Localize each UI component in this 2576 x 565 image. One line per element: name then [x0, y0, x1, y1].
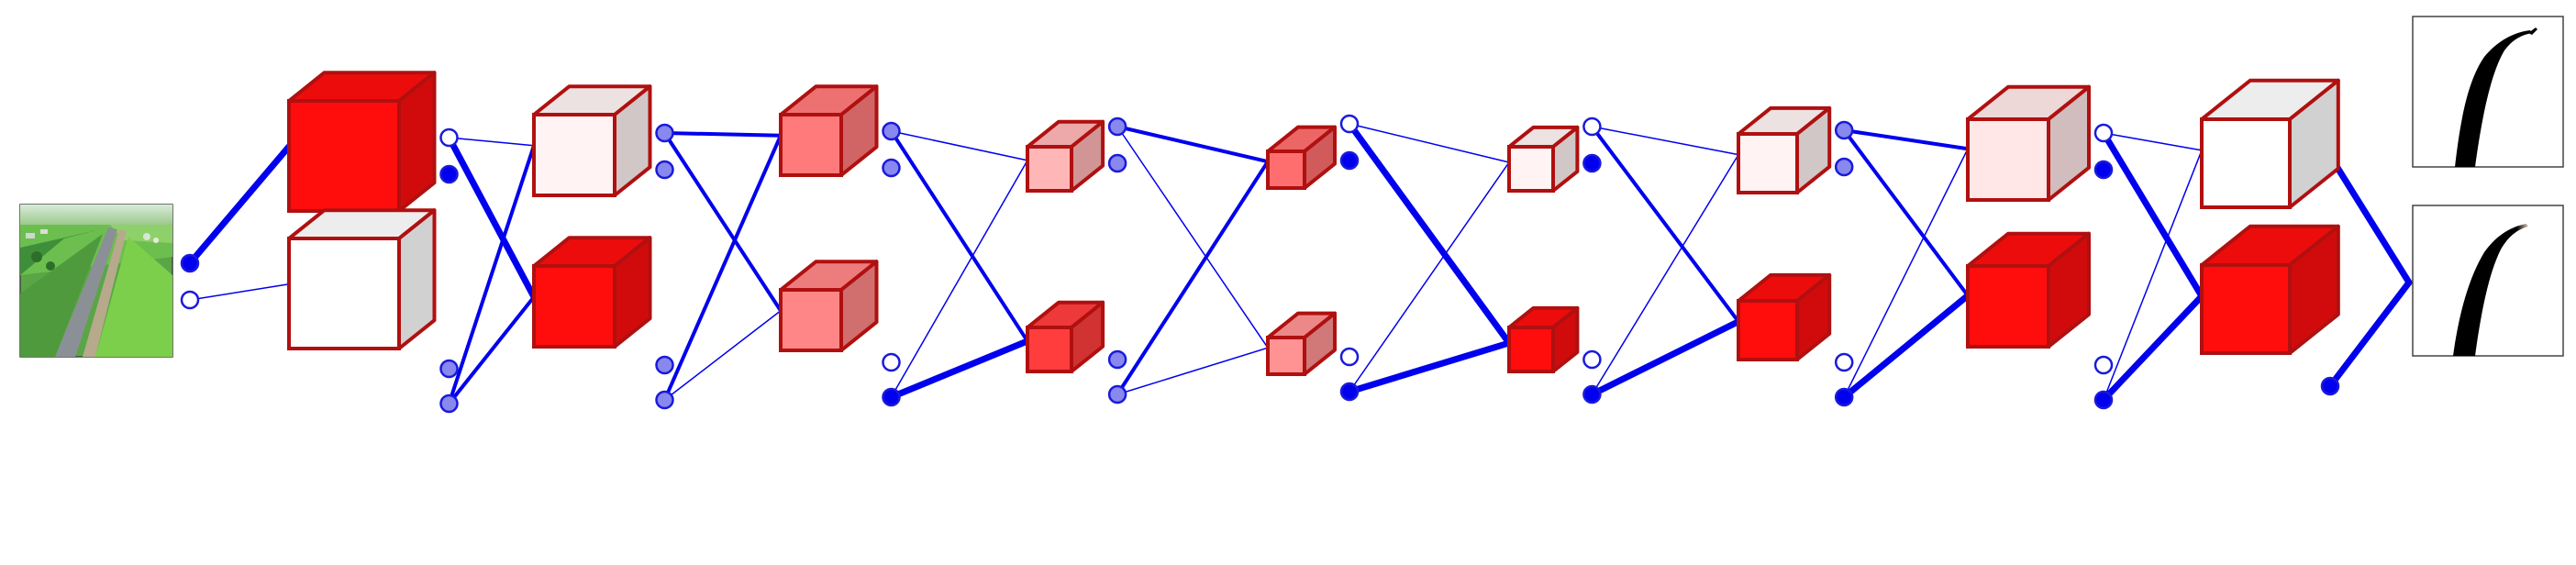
cube-col-4-bottom: [1026, 300, 1105, 373]
output-mask-top: [2412, 16, 2564, 168]
cube-col-5-bottom: [1266, 311, 1337, 376]
edge-3-4: [663, 309, 782, 401]
edge-9-4: [2100, 293, 2205, 404]
input-node-bottom: [180, 290, 200, 310]
edge-8-4: [1840, 292, 1971, 401]
node-2-top-a: [655, 123, 674, 143]
cube-col-1-top: [287, 71, 437, 213]
cube-col-1-bottom: [287, 208, 437, 350]
cube-col-2-top: [532, 84, 652, 197]
node-1-bot-b: [439, 393, 459, 414]
edge-2-4: [447, 294, 536, 405]
edge-6-1: [1349, 123, 1510, 163]
edge-1-2: [189, 282, 290, 301]
edge-4-3: [890, 160, 1028, 398]
node-8-bot-b: [2093, 390, 2114, 410]
node-1-bot-a: [439, 359, 459, 379]
node-8-bot-a: [2093, 355, 2114, 375]
cubes-layer: [287, 71, 2340, 376]
cube-col-6-bottom: [1507, 305, 1580, 373]
edge-2-2: [446, 134, 538, 301]
edge-9-1: [2103, 132, 2203, 151]
edge-7-1: [1591, 126, 1739, 156]
node-7-bot-b: [1834, 387, 1854, 407]
input-node-top: [180, 253, 200, 273]
edge-1-1: [186, 143, 293, 267]
edge-6-2: [1346, 120, 1513, 347]
cube-col-3-top: [779, 84, 879, 177]
cube-col-9-bottom: [2200, 224, 2340, 355]
edge-4-4: [888, 338, 1031, 401]
node-7-top-a: [1834, 120, 1854, 140]
edge-8-3: [1843, 148, 1969, 398]
edge-8-1: [1842, 128, 1970, 151]
node-5-bot-a: [1339, 347, 1360, 367]
node-4-bot-b: [1107, 384, 1127, 404]
node-8-top-b: [2093, 160, 2114, 180]
node-5-bot-b: [1339, 382, 1360, 402]
node-5-top-b: [1339, 150, 1360, 171]
node-7-bot-a: [1834, 352, 1854, 372]
edge-9-3: [2103, 150, 2203, 401]
input-aerial-photo: [19, 204, 173, 358]
edge-2-3: [447, 143, 536, 405]
node-1-top-b: [439, 164, 459, 184]
cube-col-2-bottom: [532, 236, 652, 349]
node-1-top-a: [439, 127, 459, 148]
cube-col-9-top: [2200, 78, 2340, 209]
node-6-top-b: [1582, 153, 1602, 173]
edge-3-1: [662, 131, 783, 138]
edge-9-2: [2100, 129, 2205, 300]
node-4-top-a: [1107, 116, 1127, 137]
cube-col-8-bottom: [1966, 231, 2091, 349]
node-4-bot-a: [1107, 349, 1127, 370]
edge-5-1: [1116, 125, 1270, 164]
edge-5-4: [1116, 347, 1269, 395]
edge-4-1: [890, 130, 1028, 161]
node-2-top-b: [655, 160, 674, 180]
node-4-top-b: [1107, 153, 1127, 173]
cube-col-6-top: [1507, 125, 1580, 193]
cube-col-3-bottom: [779, 260, 879, 352]
output-mask-bottom: [2412, 205, 2564, 357]
edge-10-1: [2326, 152, 2413, 286]
edge-4-2: [889, 129, 1029, 343]
cube-col-8-top: [1966, 84, 2091, 202]
node-7-top-b: [1834, 157, 1854, 177]
cube-col-5-top: [1266, 125, 1337, 190]
cube-col-7-bottom: [1737, 272, 1832, 361]
edge-2-1: [448, 137, 535, 147]
edge-3-2: [662, 131, 783, 313]
edge-7-2: [1590, 125, 1740, 324]
edge-3-3: [662, 133, 783, 402]
node-8-top-a: [2093, 123, 2114, 143]
edge-5-2: [1116, 126, 1269, 349]
output-node-bottom: [2320, 376, 2340, 396]
node-2-bot-a: [655, 355, 674, 375]
edge-7-4: [1588, 318, 1742, 398]
edge-7-3: [1591, 153, 1739, 395]
node-3-bot-b: [882, 387, 901, 407]
node-3-bot-a: [882, 352, 901, 372]
cube-col-4-top: [1026, 119, 1105, 193]
edges-layer: [186, 120, 2413, 405]
edge-6-4: [1346, 339, 1513, 395]
cube-col-7-top: [1737, 105, 1832, 194]
edge-5-3: [1116, 160, 1270, 396]
node-2-bot-b: [655, 390, 674, 410]
node-6-bot-b: [1582, 384, 1602, 404]
node-3-top-a: [882, 121, 901, 141]
node-5-top-a: [1339, 114, 1360, 134]
edge-8-2: [1842, 128, 1970, 298]
node-6-top-a: [1582, 116, 1602, 137]
node-3-top-b: [882, 158, 901, 178]
edge-10-2: [2326, 279, 2413, 390]
node-6-bot-a: [1582, 349, 1602, 370]
edge-6-3: [1349, 161, 1510, 393]
